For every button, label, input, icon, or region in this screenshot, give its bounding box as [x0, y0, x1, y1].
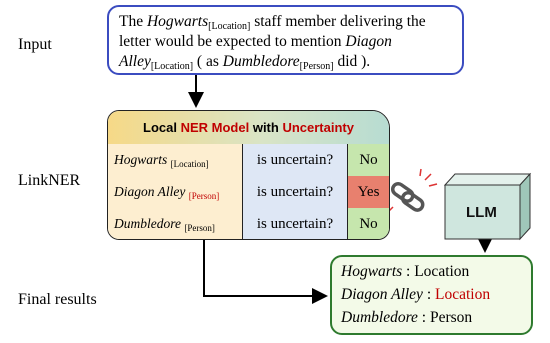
ner-answer-cell: No	[348, 208, 389, 239]
entity-diagon-alley: Diagon Alley	[119, 33, 392, 70]
row-label-final-results: Final results	[18, 291, 97, 308]
entity-tag: [Person]	[299, 61, 334, 72]
ner-entity-cell: Dumbledore [Person]	[108, 208, 243, 239]
entity-tag: [Person]	[184, 223, 215, 233]
entity-name: Diagon Alley	[341, 286, 423, 303]
input-text: The	[119, 13, 147, 30]
ner-entity-cell: Diagon Alley [Person]	[108, 176, 243, 208]
ner-question-cell: is uncertain?	[243, 144, 348, 176]
entity-name: Dumbledore	[114, 216, 181, 231]
entity-name: Dumbledore	[341, 309, 418, 326]
input-sentence-box: The Hogwarts[Location] staff member deli…	[107, 5, 464, 75]
entity-tag: [Person]	[188, 191, 220, 201]
entity-name: Hogwarts	[341, 263, 403, 280]
separator: :	[422, 286, 435, 303]
ner-row: Dumbledore [Person] is uncertain? No	[108, 208, 389, 239]
entity-tag: [Location]	[170, 159, 209, 169]
llm-label: LLM	[466, 204, 497, 221]
entity-type: Location	[435, 286, 491, 303]
title-part: Local	[143, 120, 181, 135]
ner-question-cell: is uncertain?	[243, 208, 348, 239]
title-part: NER Model	[180, 120, 250, 135]
entity-hogwarts: Hogwarts	[146, 13, 209, 30]
input-text: ( as	[193, 53, 223, 70]
entity-dumbledore: Dumbledore	[222, 53, 300, 70]
entity-type: Location	[414, 263, 470, 280]
ner-entity-cell: Hogwarts [Location]	[108, 144, 243, 176]
llm-cube	[443, 172, 532, 241]
separator: :	[402, 263, 415, 280]
ner-row: Hogwarts [Location] is uncertain? No	[108, 144, 389, 177]
ner-answer-cell: Yes	[348, 176, 389, 208]
separator: :	[417, 309, 430, 326]
final-result-line: Hogwarts : Location	[341, 260, 522, 283]
ner-answer-cell: No	[348, 144, 389, 176]
ner-to-final-arrow	[203, 240, 328, 304]
input-text: staff member delivering the letter would…	[119, 13, 426, 50]
entity-tag: [Location]	[208, 21, 251, 32]
chain-link-icon	[381, 168, 438, 214]
input-text: did ).	[333, 53, 371, 70]
entity-name: Hogwarts	[114, 152, 168, 167]
title-part: with	[249, 120, 283, 135]
final-result-line: Dumbledore : Person	[341, 306, 522, 329]
entity-name: Diagon Alley	[114, 184, 186, 199]
row-label-input: Input	[18, 36, 52, 53]
final-result-line: Diagon Alley : Location	[341, 283, 522, 306]
final-results-box: Hogwarts : Location Diagon Alley : Locat…	[330, 255, 533, 335]
entity-type: Person	[429, 309, 473, 326]
ner-question-cell: is uncertain?	[243, 176, 348, 208]
row-label-linkner: LinkNER	[18, 172, 81, 189]
local-ner-model-panel: Local NER Model with Uncertainty Hogwart…	[107, 110, 390, 240]
title-part: Uncertainty	[282, 120, 354, 135]
ner-panel-title: Local NER Model with Uncertainty	[108, 111, 389, 145]
entity-tag: [Location]	[150, 61, 194, 72]
ner-row: Diagon Alley [Person] is uncertain? Yes	[108, 176, 389, 209]
